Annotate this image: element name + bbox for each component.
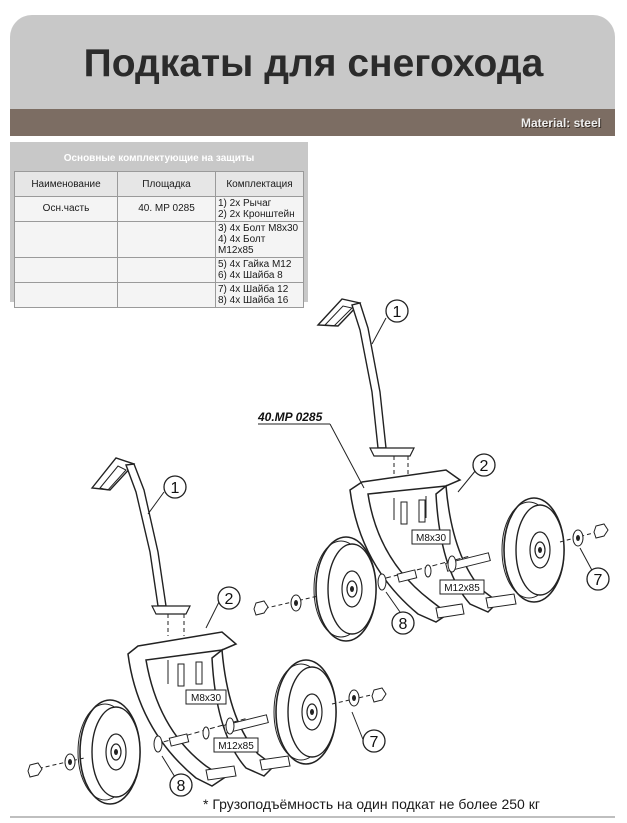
kit-item: 6) 4x Шайба 8 [218,270,283,281]
kit-item: 3) 4x Болт М8x30 [218,223,299,234]
kit-item: 8) 4x Шайба 16 [218,295,289,306]
bolt-label-m12: M12x85 [218,741,254,752]
cell-platform [117,221,216,258]
callout-number: 2 [225,591,234,608]
kit-item: 2) 2x Кронштейн [218,209,295,220]
bottom-divider [10,816,615,818]
kit-item: 1) 2x Рычаг [218,198,272,209]
lower-assembly [27,457,387,805]
kit-item: 4) 4x Болт М12x85 [218,234,266,256]
cell-name [14,282,118,308]
callout-number: 1 [393,304,402,321]
cell-platform: 40. MP 0285 [117,196,216,222]
callout-number: 1 [171,480,180,497]
kit-item: 7) 4x Шайба 12 [218,284,289,295]
table-caption: Основные комплектующие на защиты [63,153,255,164]
column-header-kit: Комплектация [215,171,304,197]
kit-item: 5) 4x Гайка М12 [218,259,292,270]
column-header-platform: Площадка [117,171,216,197]
callout-number: 2 [480,458,489,475]
title-panel [10,15,615,109]
page-title: Подкаты для снегохода [83,42,544,85]
callout-number: 7 [594,572,603,589]
bolt-label-m12: M12x85 [444,583,480,594]
bolt-label-m8: M8x30 [191,693,221,704]
components-table: Основные комплектующие на защиты Наимено… [14,146,304,308]
cell-name [14,257,118,283]
callout-number: 8 [399,616,408,633]
callout-number: 8 [177,778,186,795]
cell-platform [117,282,216,308]
components-table-panel: Основные комплектующие на защиты Наимено… [10,142,308,308]
cell-platform [117,257,216,283]
material-label: Material: steel [520,116,601,130]
upper-assembly [253,298,609,642]
callout-number: 7 [370,734,379,751]
bolt-label-m8: M8x30 [416,533,446,544]
load-capacity-note: * Грузоподъёмность на один подкат не бол… [203,796,540,812]
part-number-label: 40.MP 0285 [257,410,323,424]
material-bar [10,109,615,136]
